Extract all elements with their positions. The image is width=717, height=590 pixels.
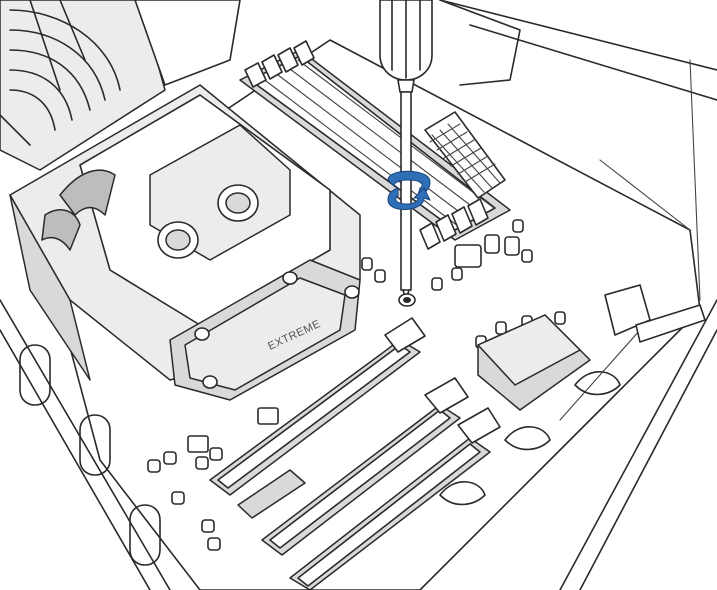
screwdriver xyxy=(379,0,433,301)
board-components xyxy=(147,219,706,551)
top-bracket xyxy=(134,0,521,86)
pcie-slots xyxy=(209,317,501,590)
cable-routing-holes xyxy=(19,344,621,566)
ram-slots xyxy=(239,40,511,250)
cpu-water-block: EXTREME xyxy=(9,84,361,401)
screw-hole xyxy=(398,293,416,307)
rotate-clockwise-icon xyxy=(387,170,431,211)
rog-logo-icon xyxy=(41,169,116,251)
atx-power-connector xyxy=(424,111,506,199)
cpu-fan xyxy=(0,0,166,171)
